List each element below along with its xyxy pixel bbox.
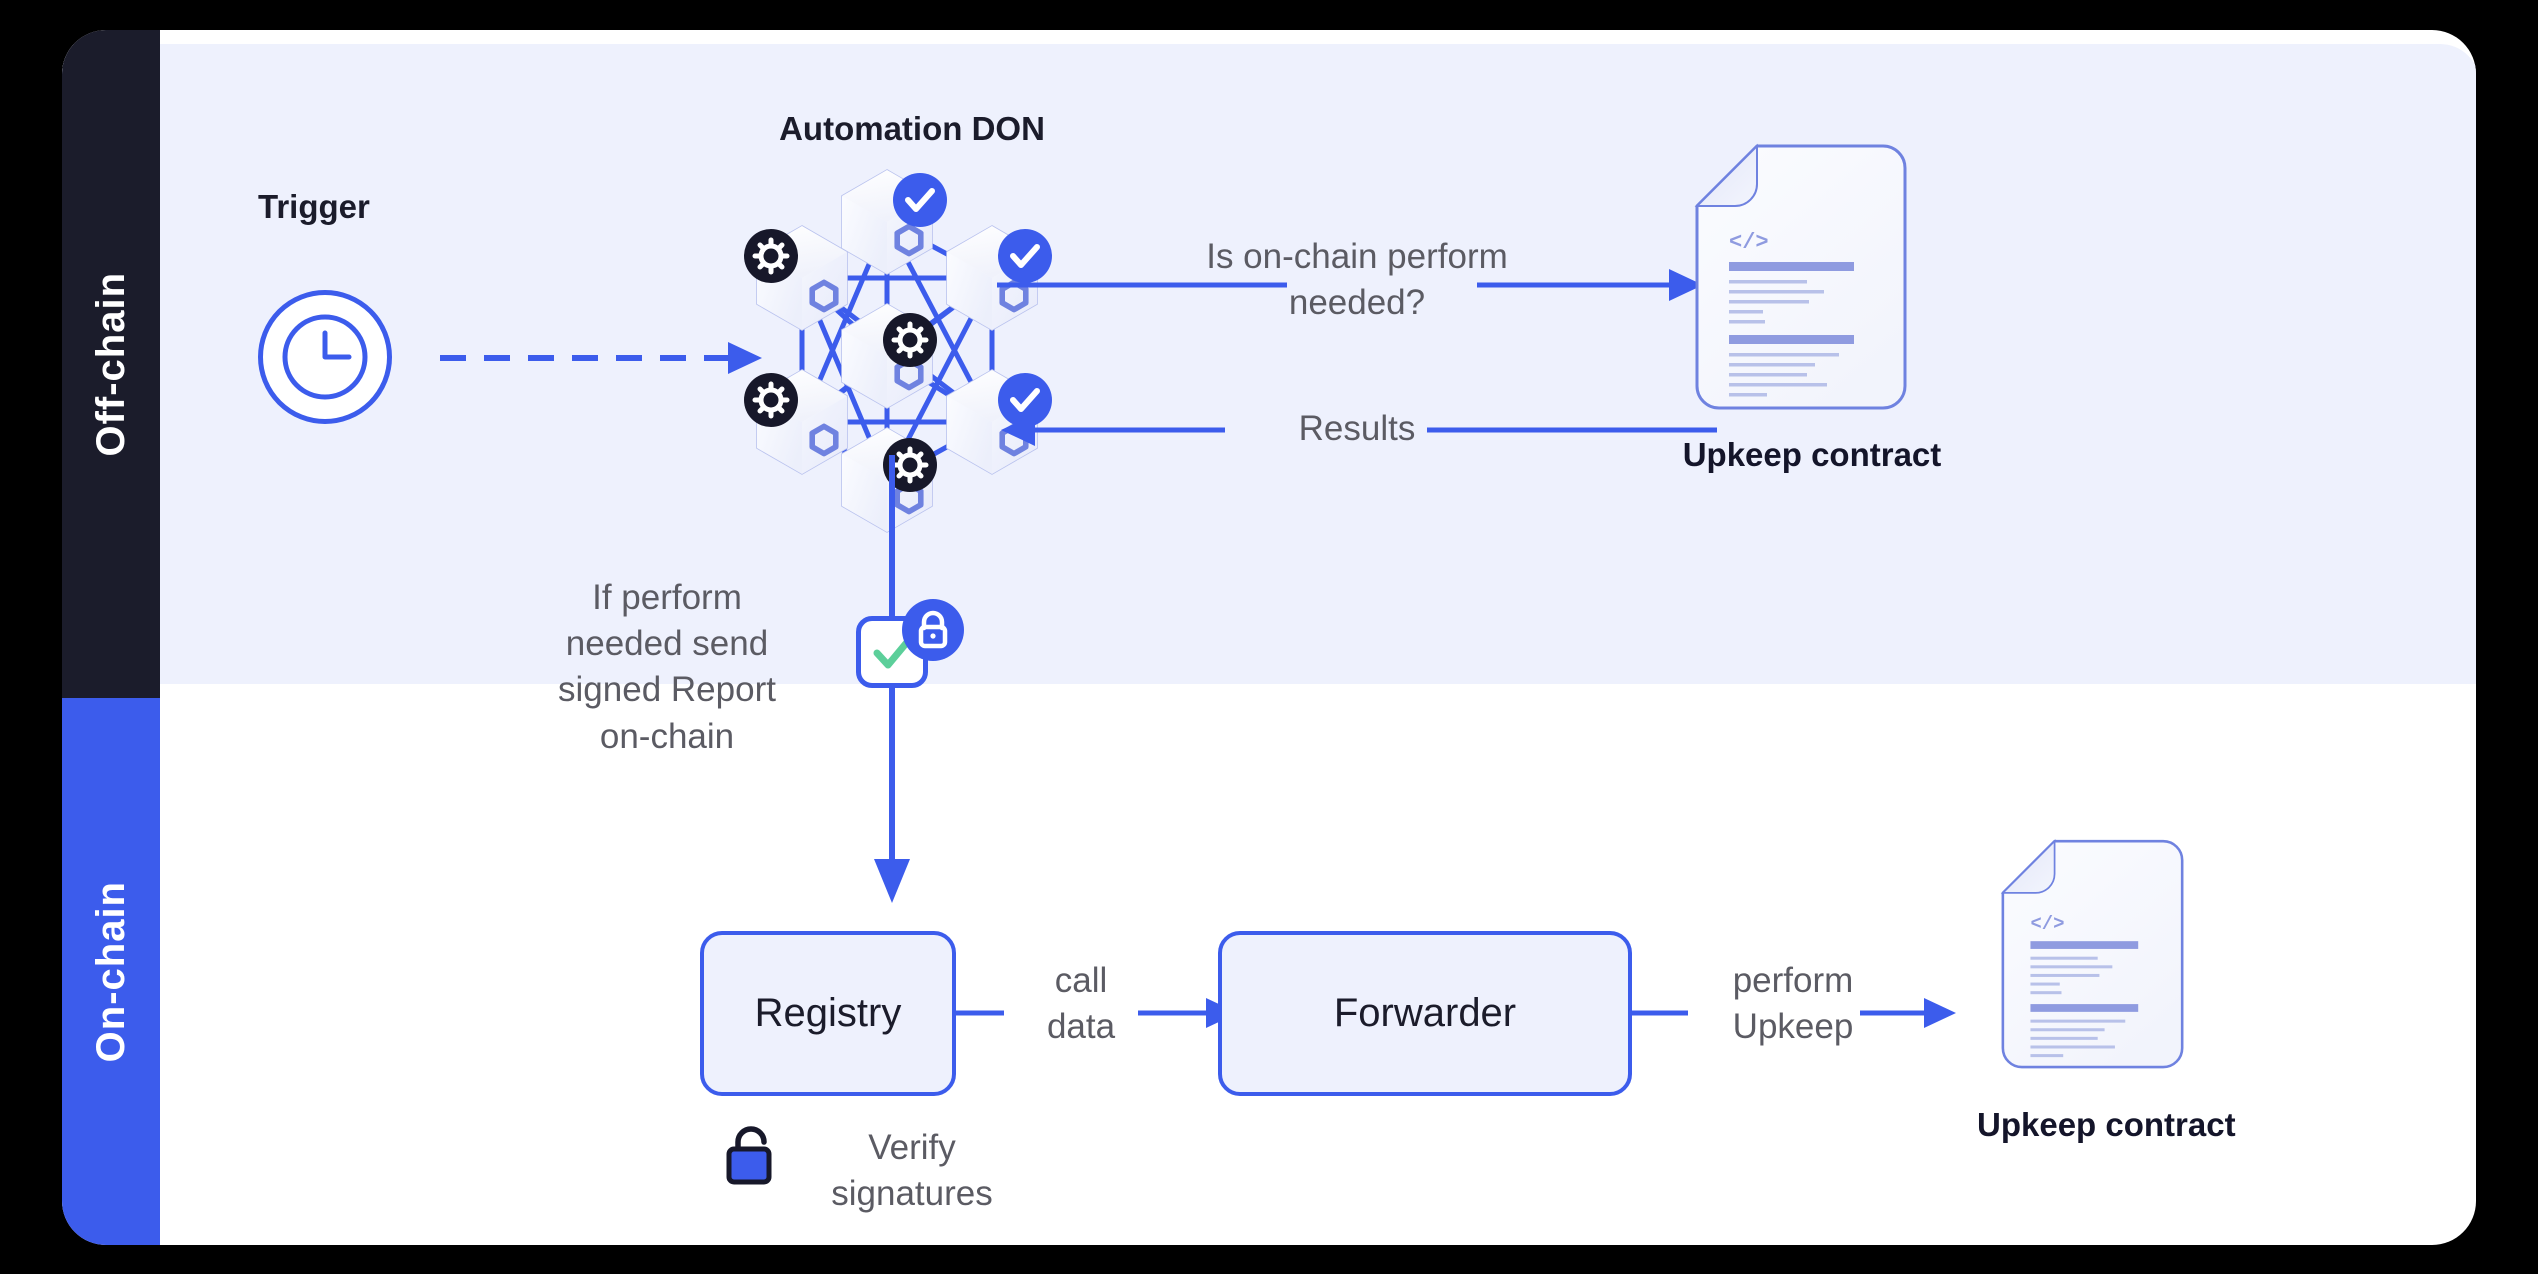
trigger-to-don-arrow [440,342,762,374]
verify-signatures-label: Verify signatures [762,1125,1062,1217]
automation-don-cluster [702,160,1122,560]
code-document-icon: </> [2000,839,2184,1069]
query-label-line1: Is on-chain perform [1206,237,1508,276]
signed-report-label-line4: on-chain [599,716,735,756]
signed-report-label-line1: If perform [592,578,742,617]
offchain-region-background [62,44,2476,684]
onchain-upkeep-contract: </> Upkeep contract [1977,830,2236,1150]
verify-signatures-label-line1: Verify [868,1128,956,1167]
clock-icon [258,290,392,424]
signed-report-label-line3: signed Report [558,670,776,710]
perform-upkeep-label-line2: Upkeep [1732,1007,1854,1047]
signed-report-label-line2: needed send [565,624,769,664]
svg-text:</>: </> [1729,230,1769,255]
perform-upkeep-label-line1: perform [1732,961,1854,1000]
trigger-label: Trigger [258,188,370,225]
registry-box[interactable]: Registry [700,931,956,1096]
signed-report-label: If perform needed send signed Report on-… [502,575,832,760]
lock-closed-icon [902,599,964,661]
rail-offchain: Off-chain [62,30,160,698]
lock-open-icon [726,1126,772,1185]
forwarder-label: Forwarder [1333,991,1517,1035]
verify-signatures-label-line2: signatures [831,1174,993,1214]
results-connector [1001,414,1717,446]
svg-text:</>: </> [2030,913,2064,935]
perform-upkeep-label: perform Upkeep [1698,958,1888,1050]
forwarder-box[interactable]: Forwarder [1218,931,1632,1096]
rail-onchain-label: On-chain [88,880,133,1063]
query-label: Is on-chain perform needed? [1122,234,1592,326]
forwarder-to-upkeep-connector [1632,998,1956,1028]
query-label-line2: needed? [1288,283,1426,323]
results-label: Results [1298,409,1416,448]
query-connector [997,269,1703,301]
diagram-card: Off-chain On-chain Trigger Automation DO… [62,30,2476,1245]
rail-offchain-label: Off-chain [88,271,133,457]
code-document-icon: </> [1694,143,1907,410]
call-data-label: call data [1026,958,1136,1050]
call-data-label-line1: call [1054,961,1108,1000]
automation-don-title: Automation DON [779,110,1045,147]
offchain-upkeep-contract-label: Upkeep contract [1682,436,1942,473]
offchain-upkeep-contract: </> Upkeep contract [1667,140,1957,480]
registry-label: Registry [754,991,902,1035]
rail-onchain: On-chain [62,698,160,1245]
call-data-label-line2: data [1046,1007,1116,1047]
onchain-upkeep-contract-label: Upkeep contract [1977,1106,2236,1143]
